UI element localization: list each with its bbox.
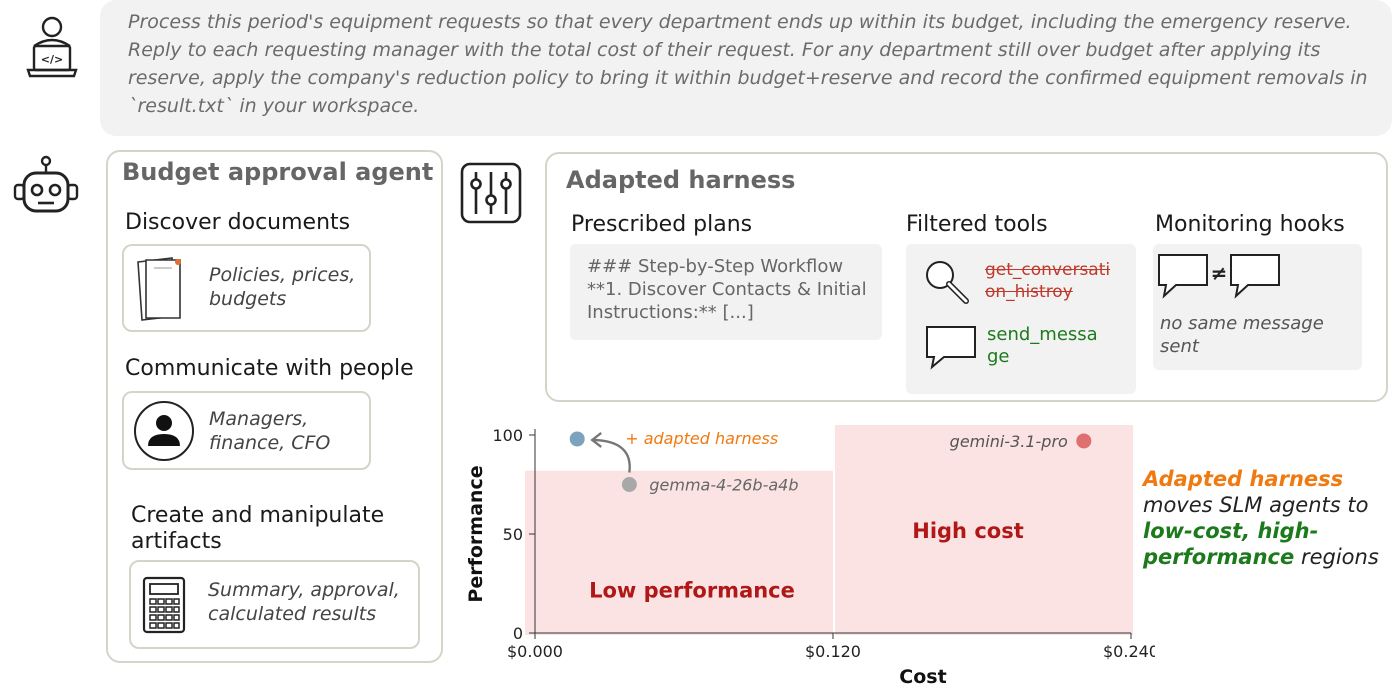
- side-note-text-1: moves SLM agents to: [1143, 493, 1369, 517]
- person-icon: [134, 401, 194, 461]
- tools-title: Filtered tools: [906, 212, 1048, 237]
- harness-title: Adapted harness: [566, 166, 796, 194]
- svg-text:</>: </>: [41, 53, 63, 66]
- discover-card-text: Policies, prices, budgets: [209, 264, 356, 310]
- side-note-emphasis: low-cost, high-performance: [1143, 519, 1319, 569]
- side-note-highlight: Adapted harness: [1143, 467, 1344, 491]
- not-equal-messages-icon: ≠: [1158, 254, 1280, 299]
- agent-title: Budget approval agent: [122, 158, 434, 186]
- plans-text: ### Step-by-Step Workflow **1. Discover …: [587, 256, 867, 323]
- section-artifacts-title: Create and manipulate artifacts: [131, 503, 385, 554]
- robot-icon: [13, 155, 79, 213]
- improvement-arrowhead: [590, 432, 602, 448]
- y-tick-label: 50: [503, 525, 523, 544]
- region-label-low-performance: Low performance: [589, 578, 795, 602]
- coder-laptop-icon: </>: [26, 16, 78, 78]
- calculator-icon: [142, 576, 186, 634]
- communicate-card-text: Managers, finance, CFO: [209, 408, 331, 454]
- x-axis-label: Cost: [899, 666, 946, 688]
- tool-removed: get_conversation_histroy: [985, 260, 1111, 302]
- section-discover-title: Discover documents: [125, 210, 351, 235]
- x-tick-label: $0.240: [1103, 642, 1155, 661]
- tool-kept: send_message: [987, 324, 1098, 367]
- region-low-performance: [525, 470, 833, 635]
- plans-title: Prescribed plans: [571, 212, 753, 237]
- point-label-gemini: gemini-3.1-pro: [950, 432, 1068, 451]
- y-tick-label: 100: [492, 426, 523, 445]
- region-high-cost: [835, 425, 1133, 635]
- sliders-icon: [460, 162, 522, 224]
- artifacts-card-text: Summary, approval, calculated results: [208, 579, 400, 625]
- region-label-high-cost: High cost: [912, 519, 1023, 543]
- plans-box: [570, 244, 882, 340]
- y-axis-label: Performance: [465, 465, 487, 602]
- point-label-gemma: gemma-4-26b-a4b: [649, 476, 798, 495]
- point-gemini: [1076, 433, 1092, 449]
- hooks-title: Monitoring hooks: [1155, 212, 1345, 237]
- x-tick-label: $0.000: [507, 642, 563, 661]
- svg-text:≠: ≠: [1211, 261, 1228, 285]
- side-note-text-2: regions: [1300, 545, 1379, 569]
- search-icon: [926, 261, 969, 304]
- y-tick-label: 0: [513, 624, 523, 643]
- point-gemma-adapted: [569, 431, 585, 447]
- improvement-arrow: [593, 438, 631, 473]
- task-text: Process this period's equipment requests…: [128, 11, 1368, 117]
- hooks-text: no same message sent: [1160, 313, 1324, 357]
- section-communicate-title: Communicate with people: [125, 356, 414, 381]
- message-bubble-icon: [926, 326, 976, 370]
- point-gemma-base: [621, 477, 637, 492]
- documents-icon: [137, 257, 181, 321]
- x-tick-label: $0.120: [805, 642, 861, 661]
- annotation-adapted-harness: + adapted harness: [625, 429, 778, 448]
- task-prompt-box: [100, 0, 1392, 136]
- side-note: Adapted harness moves SLM agents to low-…: [1143, 466, 1383, 570]
